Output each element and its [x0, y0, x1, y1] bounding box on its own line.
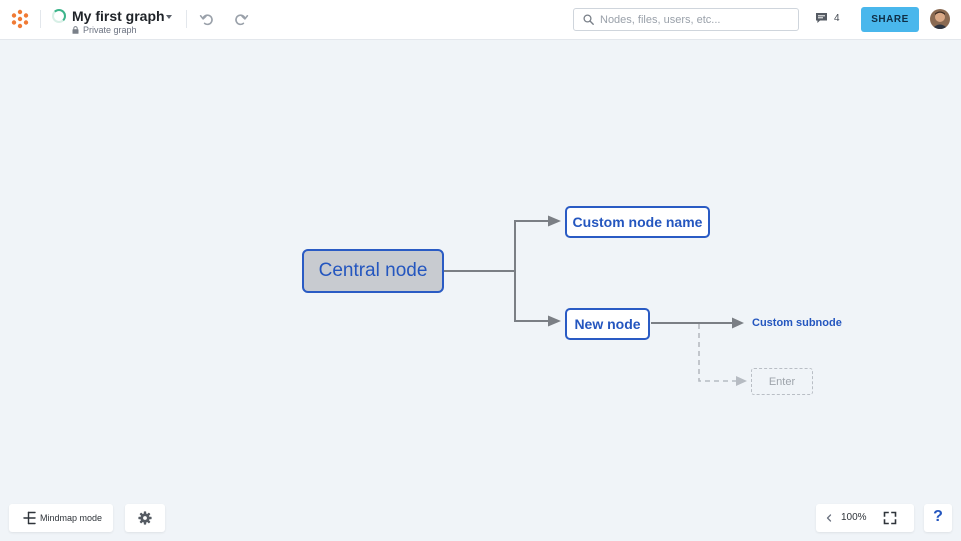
privacy-status: Private graph	[72, 25, 137, 35]
arrowhead	[732, 317, 744, 329]
connector-placeholder	[698, 324, 737, 382]
search-icon	[583, 14, 594, 25]
top-bar: My first graph Private graph 4 SHARE	[0, 0, 961, 40]
settings-button[interactable]	[125, 504, 165, 532]
comments-count: 4	[834, 12, 840, 24]
fullscreen-icon[interactable]	[883, 511, 897, 525]
loading-spinner-icon	[52, 9, 66, 23]
new-node-placeholder	[751, 368, 813, 395]
zoom-controls: 100%	[816, 504, 914, 532]
new-node-input[interactable]	[752, 369, 812, 394]
logo-icon[interactable]	[10, 9, 30, 29]
search-input[interactable]	[600, 11, 795, 28]
chevron-left-icon[interactable]	[824, 512, 834, 524]
comment-icon	[816, 13, 827, 23]
divider	[186, 10, 187, 28]
undo-icon[interactable]	[199, 11, 215, 27]
subnode-custom[interactable]: Custom subnode	[752, 317, 842, 329]
gear-icon	[138, 511, 152, 525]
privacy-label: Private graph	[83, 25, 137, 35]
mindmap-mode-label: Mindmap mode	[40, 513, 103, 523]
redo-icon[interactable]	[233, 11, 249, 27]
arrowhead	[548, 315, 561, 327]
arrowhead	[736, 376, 747, 386]
central-node[interactable]: Central node	[302, 249, 444, 293]
search-box	[573, 8, 799, 31]
avatar[interactable]	[930, 9, 950, 29]
zoom-level[interactable]: 100%	[841, 512, 867, 523]
arrowhead	[548, 215, 561, 227]
child-node-new[interactable]: New node	[565, 308, 650, 340]
divider	[40, 10, 41, 28]
mindmap-mode-button[interactable]: Mindmap mode	[9, 504, 113, 532]
comments-button[interactable]: 4	[815, 12, 840, 24]
share-button[interactable]: SHARE	[861, 7, 919, 32]
lock-icon	[72, 26, 79, 34]
child-node-custom[interactable]: Custom node name	[565, 206, 710, 238]
mindmap-mode-icon	[23, 511, 36, 525]
connector-central-to-new	[514, 271, 550, 322]
connector-central-to-custom	[444, 220, 550, 272]
graph-title[interactable]: My first graph	[72, 8, 165, 24]
help-button[interactable]: ?	[924, 504, 952, 532]
help-icon: ?	[933, 508, 943, 525]
chevron-down-icon[interactable]	[166, 15, 172, 19]
